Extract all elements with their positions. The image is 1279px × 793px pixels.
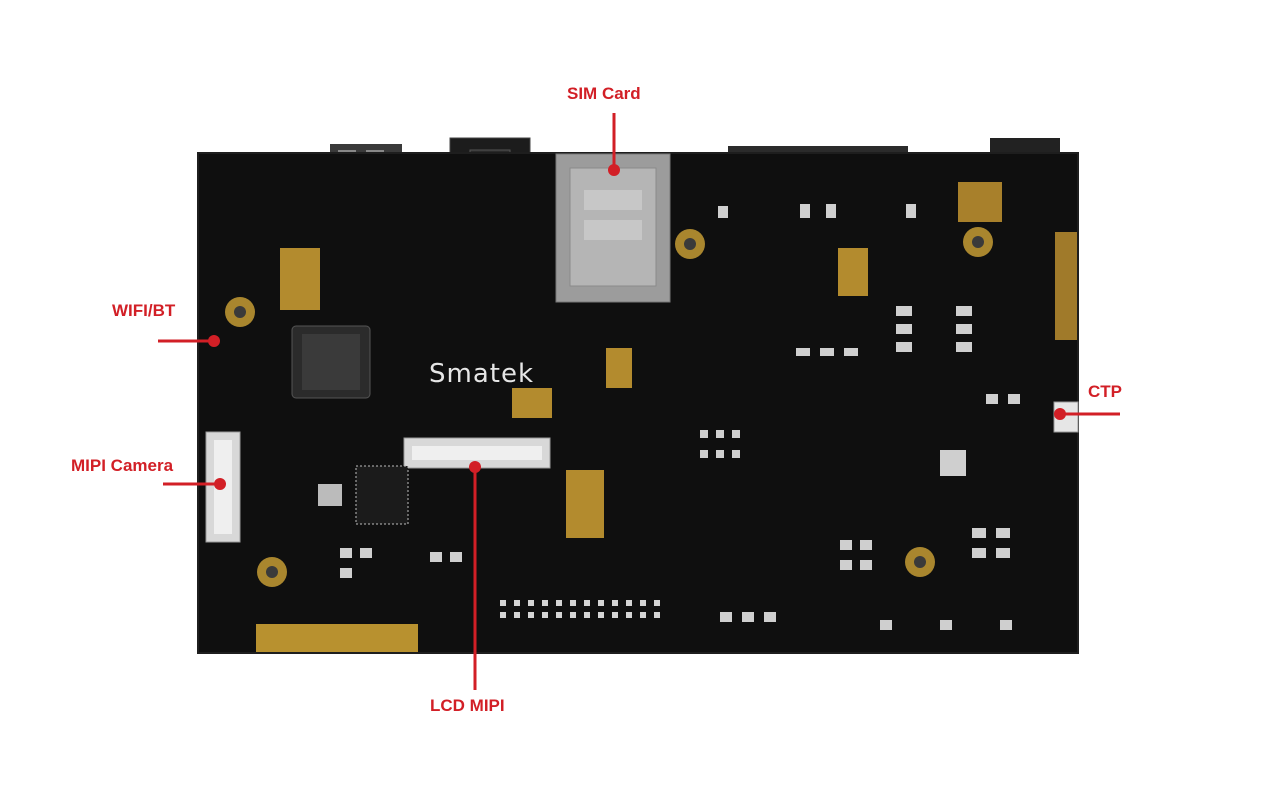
gold-pad: [838, 248, 868, 296]
smd-component: [318, 484, 342, 506]
gold-pad: [606, 348, 632, 388]
ctp-dot: [1054, 408, 1066, 420]
pin-header: [500, 600, 660, 618]
mipi-camera-label: MIPI Camera: [71, 456, 174, 475]
lcd-mipi-label: LCD MIPI: [430, 696, 505, 715]
callout-dots: [208, 164, 1066, 490]
gold-pad: [1055, 232, 1077, 340]
gold-pad: [280, 248, 320, 310]
sim-card-dot: [608, 164, 620, 176]
ic-chip: [355, 465, 409, 525]
gold-pad: [566, 470, 604, 538]
gold-pad: [512, 388, 552, 418]
sim-card-label: SIM Card: [567, 84, 641, 103]
gold-pad: [958, 182, 1002, 222]
mipi-camera-dot: [214, 478, 226, 490]
wifi-bt-label: WIFI/BT: [112, 301, 176, 320]
wifi-bt-dot: [208, 335, 220, 347]
callout-lines: [158, 113, 1120, 690]
smd-components: [340, 204, 1020, 630]
board-silkscreen-logo: Smatek: [429, 359, 535, 389]
gold-edge-pad: [256, 624, 418, 652]
ctp-label: CTP: [1088, 382, 1122, 401]
lcd-mipi-dot: [469, 461, 481, 473]
